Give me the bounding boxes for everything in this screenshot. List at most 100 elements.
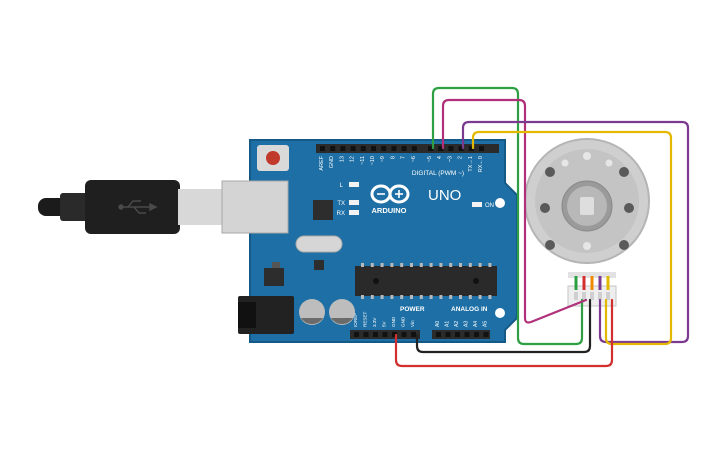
power-label: POWER: [400, 306, 425, 313]
analog-pin-hole[interactable]: [464, 332, 470, 337]
digital-pin-hole[interactable]: [371, 146, 376, 151]
digital-pin-label: ~11: [360, 156, 366, 165]
digital-pin-hole[interactable]: [448, 146, 454, 151]
led-on: [472, 202, 482, 207]
digital-pin-label: AREF: [319, 155, 325, 170]
led-rx: [349, 210, 359, 215]
digital-pin-hole[interactable]: [458, 146, 464, 151]
voltage-regulator-tab: [272, 262, 280, 268]
analog-pin-hole[interactable]: [436, 332, 441, 337]
analog-header: [432, 330, 490, 339]
chip-dot: [473, 278, 479, 284]
power-pin-hole[interactable]: [392, 332, 397, 337]
power-pin-label: RESET: [363, 311, 368, 327]
chip-pin: [361, 295, 364, 299]
digital-pin-label: 13: [339, 156, 345, 162]
digital-pin-hole[interactable]: [479, 146, 484, 151]
crystal-oscillator: [295, 235, 343, 253]
mount-hole: [495, 198, 505, 208]
digital-pin-hole[interactable]: [391, 146, 397, 151]
analog-pin-hole[interactable]: [474, 332, 479, 337]
digital-pin-hole[interactable]: [320, 146, 325, 151]
logo-model: UNO: [428, 187, 461, 204]
dc-power-jack-opening: [238, 302, 256, 328]
power-pin-label: IOREF: [353, 313, 358, 327]
chip-pin: [390, 295, 394, 299]
digital-pin-hole[interactable]: [401, 146, 407, 151]
chip-pins: [361, 263, 492, 299]
digital-pin-hole[interactable]: [360, 146, 366, 151]
chip-pin: [370, 263, 374, 267]
led-l: [349, 182, 359, 187]
chip-pin: [478, 295, 482, 299]
digital-pin-label: 2: [458, 156, 464, 159]
analog-pin-label: A2: [454, 321, 460, 327]
motor-screw: [545, 167, 555, 177]
chip-pin: [468, 263, 472, 267]
digital-pin-label: ~5: [427, 156, 433, 162]
digital-pin-hole[interactable]: [330, 146, 336, 151]
digital-pin-hole[interactable]: [468, 146, 474, 151]
motor-dot: [605, 159, 613, 167]
digital-pin-hole[interactable]: [428, 146, 433, 151]
digital-header-label: DIGITAL (PWM ~): [412, 170, 464, 177]
connector-pin: [574, 292, 578, 300]
chip-pin: [439, 295, 443, 299]
digital-pin-label: ~10: [370, 156, 376, 165]
digital-pin-hole[interactable]: [350, 146, 356, 151]
chip-pin: [488, 263, 492, 267]
connector-pin: [598, 292, 602, 300]
usb-cable: [38, 180, 224, 234]
led-l-label: L: [340, 183, 344, 189]
wire-black: [415, 298, 592, 354]
digital-pin-label: 8: [390, 156, 396, 159]
chip-pin: [468, 295, 472, 299]
voltage-regulator: [264, 268, 284, 286]
power-pin-label: GND: [391, 316, 396, 327]
digital-pin-label: GND: [329, 156, 335, 168]
chip-pin: [429, 263, 433, 267]
power-pin-hole[interactable]: [363, 332, 369, 337]
chip-pin: [400, 263, 404, 267]
motor-screw: [619, 240, 629, 250]
chip-pin: [439, 263, 443, 267]
cable-strain-relief: [60, 193, 90, 221]
power-pin-hole[interactable]: [411, 332, 416, 337]
wire-magenta: [441, 98, 588, 324]
power-pin-hole[interactable]: [354, 332, 359, 337]
power-pin-label: GND: [401, 316, 406, 327]
reset-button[interactable]: [266, 151, 280, 165]
chip-pin: [488, 295, 492, 299]
chip-pin: [478, 263, 482, 267]
power-pin-hole[interactable]: [382, 332, 388, 337]
chip-pin: [380, 263, 384, 267]
digital-pin-hole[interactable]: [381, 146, 387, 151]
analog-pin-label: A5: [483, 321, 489, 327]
chip-pin: [419, 295, 423, 299]
power-pin-label: 3.3V: [372, 317, 377, 327]
motor-dot: [583, 152, 591, 160]
analog-pin-hole[interactable]: [455, 332, 460, 337]
stepper-motor-28byj48[interactable]: [524, 138, 650, 307]
analog-pin-hole[interactable]: [445, 332, 451, 337]
motor-mount-hole: [624, 203, 634, 213]
motor-dot: [583, 242, 591, 250]
wires: [394, 86, 690, 368]
usb-icon: [118, 200, 158, 214]
digital-pin-hole[interactable]: [438, 146, 444, 151]
power-pin-label: 5V: [382, 320, 387, 327]
digital-pin-hole[interactable]: [340, 146, 346, 151]
analog-pin-hole[interactable]: [483, 332, 489, 337]
power-pin-hole[interactable]: [401, 332, 407, 337]
motor-screw: [619, 167, 629, 177]
arduino-logo-icon: [370, 184, 410, 204]
digital-pin-hole[interactable]: [411, 146, 417, 151]
power-pin-hole[interactable]: [373, 332, 378, 337]
digital-pin-label: ~9: [380, 156, 386, 162]
logo-brand: ARDUINO: [372, 206, 407, 215]
motor-cable: [568, 272, 616, 278]
connector-pin: [590, 292, 594, 300]
chip-pin: [400, 295, 404, 299]
